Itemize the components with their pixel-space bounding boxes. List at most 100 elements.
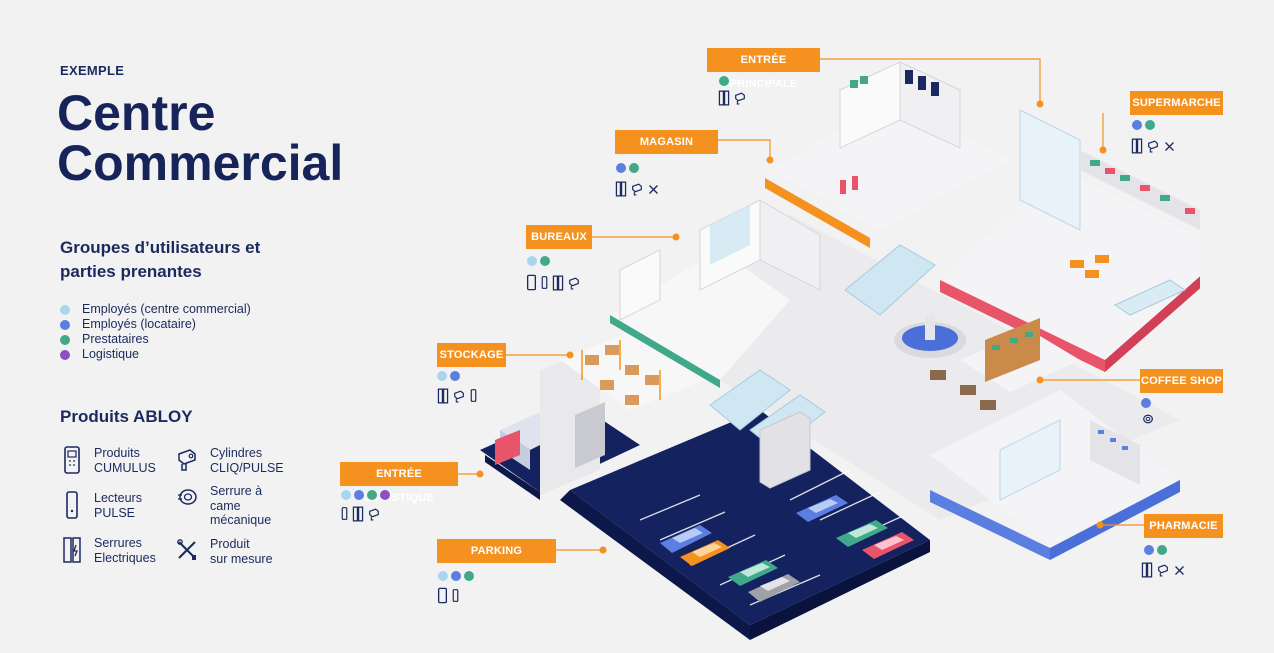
product-label: CUMULUS <box>94 460 156 475</box>
legend-label: Logistique <box>82 347 139 361</box>
zone-tag-supermarche[interactable]: SUPERMARCHE <box>1130 91 1223 115</box>
cylinder-icon <box>569 276 579 289</box>
electric-lock-icon <box>718 90 730 106</box>
product-label: Lecteurs <box>94 491 142 505</box>
zone-tag-entree-principale[interactable]: ENTRÉE PRINCIPALE <box>707 48 820 90</box>
legend-label: Employés (centre commercial) <box>82 302 251 316</box>
car <box>680 540 730 566</box>
cumulus-reader-icon <box>437 587 448 604</box>
zone-icons-parking <box>437 587 460 604</box>
pulse-reader-icon <box>541 276 548 289</box>
groups-heading-line-2: parties prenantes <box>60 262 202 281</box>
zone-icons-coffee-shop <box>1140 412 1155 426</box>
legend-dot <box>60 349 70 360</box>
car <box>796 495 848 522</box>
cam-lock-icon <box>1143 414 1153 424</box>
cylinder-icon <box>369 507 379 520</box>
cylinder-icon <box>178 449 196 471</box>
cumulus-reader-icon <box>526 274 537 291</box>
shop-area <box>765 61 1010 248</box>
electric-lock-icon <box>552 275 564 290</box>
product-label: CLIQ/PULSE <box>210 460 284 475</box>
car <box>836 520 888 547</box>
zone-icons-magasin <box>615 181 660 197</box>
legend-label: Prestataires <box>82 332 149 346</box>
zone-tag-pharmacie[interactable]: PHARMACIE <box>1144 514 1223 538</box>
zone-icons-stockage <box>437 387 478 404</box>
zone-tag-parking[interactable]: PARKING <box>437 539 556 563</box>
products-heading: Produits ABLOY <box>60 407 193 426</box>
electric-lock-icon <box>63 537 81 563</box>
zone-dots-stockage <box>437 371 460 381</box>
electric-lock-icon <box>1141 562 1153 578</box>
car <box>748 574 800 602</box>
custom-product-icon <box>649 184 658 194</box>
cam-lock-icon <box>178 489 197 505</box>
product-label: Serrures <box>94 536 142 550</box>
custom-product-icon <box>1165 141 1174 151</box>
zone-tag-bureaux[interactable]: BUREAUX <box>526 225 592 249</box>
coffee-shop-area <box>930 318 1080 410</box>
product-label: sur mesure <box>210 551 273 566</box>
parking-area <box>560 410 930 640</box>
zone-dots-entree-logistique <box>341 490 390 500</box>
zone-tag-entree-logistique[interactable]: ENTRÉE LOGISTIQUE <box>340 462 458 504</box>
product-label: Produit <box>210 537 250 551</box>
pulse-reader-icon <box>66 491 78 519</box>
car <box>862 532 914 559</box>
zone-dots-coffee-shop <box>1141 398 1151 408</box>
eyebrow-label: EXEMPLE <box>60 63 125 78</box>
title-line-2: Commercial <box>57 135 344 191</box>
groups-heading-line-1: Groupes d’utilisateurs et <box>60 238 261 257</box>
zone-dots-supermarche <box>1132 120 1155 130</box>
title-line-1: Centre <box>57 85 216 141</box>
product-label: Electriques <box>94 550 156 565</box>
electric-lock-icon <box>1131 138 1143 154</box>
cylinder-icon <box>1158 564 1168 577</box>
pulse-reader-icon <box>470 389 477 402</box>
connector-lines <box>458 58 1144 551</box>
cylinder-icon <box>1148 140 1158 153</box>
page-title: Centre Commercial <box>57 88 343 188</box>
zone-icons-entree-principale <box>718 90 747 106</box>
supermarket-area <box>940 109 1200 372</box>
zone-tag-coffee-shop[interactable]: COFFEE SHOP <box>1140 369 1223 393</box>
zone-tag-stockage[interactable]: STOCKAGE <box>437 343 506 367</box>
electric-lock-icon <box>437 388 449 403</box>
pharmacy-area <box>930 390 1180 560</box>
zone-dots-pharmacie <box>1144 545 1167 555</box>
groups-heading: Groupes d’utilisateurs et parties prenan… <box>60 236 260 284</box>
legend-item: Employés (locataire) <box>60 317 251 332</box>
pulse-reader-icon <box>341 507 348 520</box>
product-label: came <box>210 498 241 513</box>
legend-dot <box>60 334 70 345</box>
custom-product-icon <box>177 539 196 560</box>
cylinder-icon <box>632 183 642 196</box>
legend-dot <box>60 304 70 315</box>
product-label: Produits <box>94 446 140 460</box>
legend-item: Employés (centre commercial) <box>60 302 251 317</box>
car <box>660 525 712 553</box>
product-label: Serrure à <box>210 484 263 498</box>
legend-label: Employés (locataire) <box>82 317 196 331</box>
cylinder-icon <box>454 389 464 402</box>
legend-item: Prestataires <box>60 332 251 347</box>
car <box>728 560 778 586</box>
pulse-reader-icon <box>452 589 459 602</box>
zone-icons-pharmacie <box>1141 562 1186 578</box>
zone-icons-entree-logistique <box>340 505 381 522</box>
product-label: mécanique <box>210 513 272 527</box>
zone-dots-magasin <box>616 163 639 173</box>
zone-dots-bureaux <box>527 256 550 266</box>
logistics-area <box>480 345 640 500</box>
custom-product-icon <box>1175 565 1184 575</box>
electric-lock-icon <box>352 506 364 521</box>
zone-dots-parking <box>438 571 474 581</box>
zone-tag-magasin[interactable]: MAGASIN <box>615 130 718 154</box>
